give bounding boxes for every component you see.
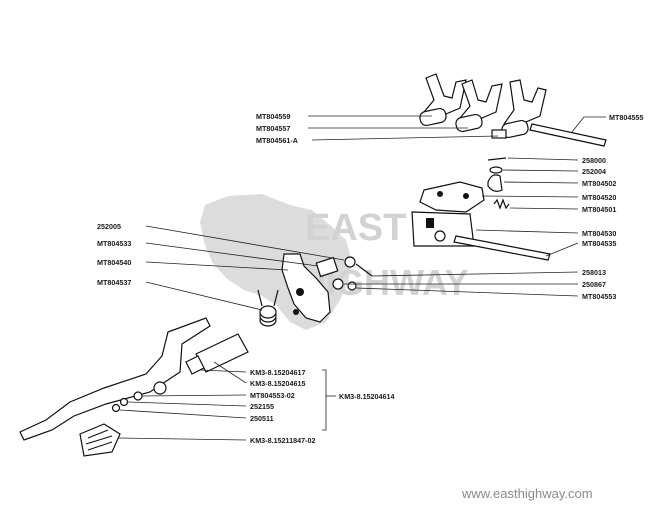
pin-258013	[355, 263, 373, 277]
spring-mt804501	[493, 198, 510, 210]
label-mt804530: MT804530	[582, 229, 616, 238]
housing-bore	[434, 230, 446, 242]
label-km3-15204614: KM3-8.15204614	[339, 392, 395, 401]
label-250511: 250511	[250, 414, 274, 423]
label-mt804535: MT804535	[582, 239, 616, 248]
label-252005: 252005	[97, 222, 121, 231]
detent-parts	[411, 157, 551, 261]
pad-ribs	[85, 429, 113, 451]
label-mt804540: MT804540	[97, 258, 131, 267]
label-km3-15204617: KM3-8.15204617	[250, 368, 306, 377]
label-258000: 258000	[582, 156, 606, 165]
fork-1-hub	[419, 107, 447, 127]
plate-hole-1	[437, 191, 443, 197]
crank-pivot	[296, 288, 304, 296]
washer-252005	[344, 256, 356, 268]
shift-rod	[453, 235, 551, 261]
label-km3-15204615: KM3-8.15204615	[250, 379, 306, 388]
label-252004: 252004	[582, 167, 606, 176]
shaft-end	[185, 355, 205, 375]
arm-boss	[153, 381, 167, 395]
label-km3-15211847: KM3-8.15211847-02	[250, 436, 316, 445]
part-labels: MT804559 MT804557 MT804561-A MT804555 25…	[97, 112, 643, 445]
coil-spring-mt804537	[257, 289, 279, 327]
center-lever	[257, 253, 373, 327]
watermark-line1: EAST	[305, 207, 406, 249]
pin-258000	[487, 157, 507, 161]
housing-slot	[426, 218, 434, 228]
fork-3	[503, 79, 547, 135]
label-252155: 252155	[250, 402, 274, 411]
bushing-mt804533	[315, 256, 339, 278]
label-mt804501: MT804501	[582, 205, 616, 214]
label-mt804533: MT804533	[97, 239, 131, 248]
label-mt804502: MT804502	[582, 179, 616, 188]
watermark-url: www.easthighway.com	[461, 486, 593, 501]
pedal-assembly	[19, 317, 249, 457]
fork-2-hub	[455, 113, 483, 133]
washer-252155	[119, 397, 129, 407]
washer-250511	[111, 403, 121, 413]
label-mt804553-02: MT804553-02	[250, 391, 295, 400]
label-mt804520: MT804520	[582, 193, 616, 202]
washer-mt804553-02	[133, 391, 143, 401]
label-mt804537: MT804537	[97, 278, 131, 287]
washer-250867	[332, 278, 344, 290]
label-mt804555: MT804555	[609, 113, 643, 122]
crank-hole	[293, 309, 299, 315]
leader-lines	[117, 115, 606, 441]
selector-shaft	[529, 123, 607, 147]
washer-252004	[489, 166, 503, 174]
shift-forks	[419, 73, 607, 147]
gate-plate	[419, 181, 485, 213]
label-250867: 250867	[582, 280, 606, 289]
plate-hole-2	[463, 193, 469, 199]
label-mt804553: MT804553	[582, 292, 616, 301]
nut-mt804553	[347, 281, 357, 291]
label-mt804561a: MT804561-A	[256, 136, 298, 145]
label-mt804557: MT804557	[256, 124, 290, 133]
plunger-mt804502	[487, 174, 503, 192]
watermark: EAST HIGHWAY www.easthighway.com	[200, 194, 593, 501]
pedal-arm	[19, 317, 211, 441]
label-258013: 258013	[582, 268, 606, 277]
label-mt804559: MT804559	[256, 112, 290, 121]
lock-block	[491, 129, 507, 139]
